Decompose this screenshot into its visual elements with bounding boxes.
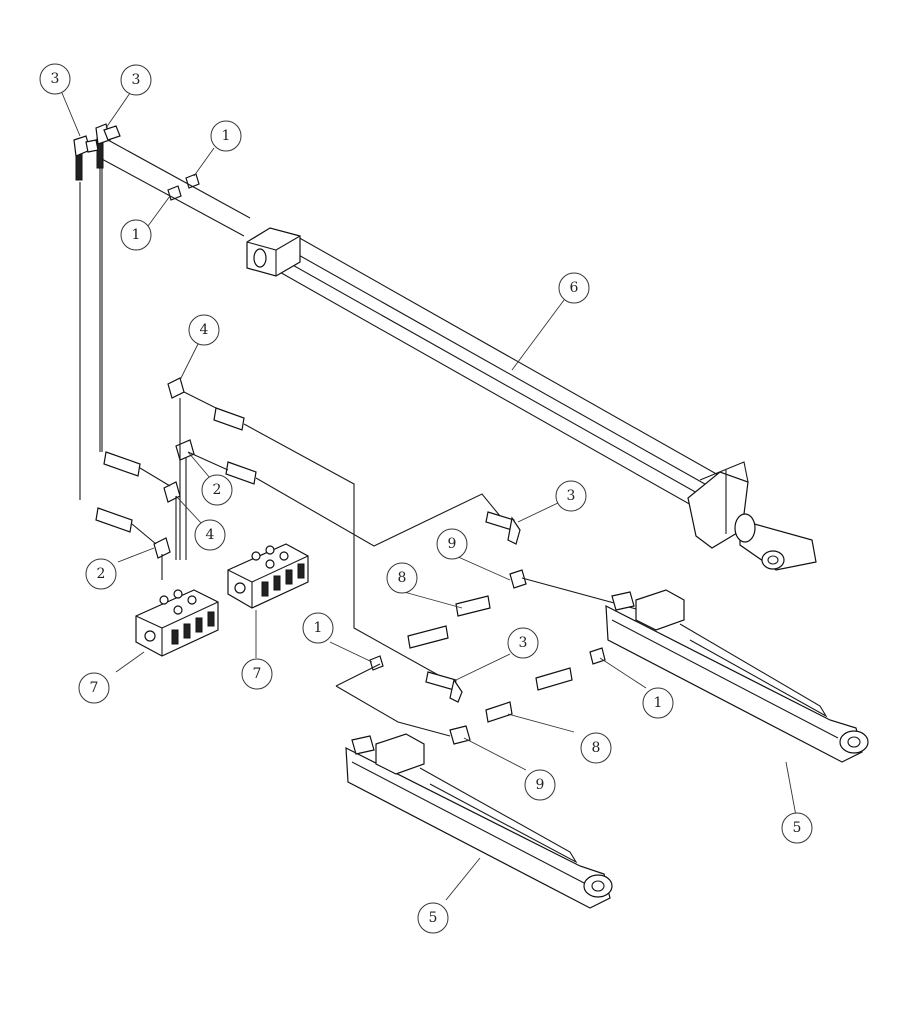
callout-8-a: 8 xyxy=(386,562,418,594)
valve-block-left xyxy=(135,589,219,657)
callout-1-a: 1 xyxy=(210,120,242,152)
svg-text:2: 2 xyxy=(213,482,222,498)
svg-text:1: 1 xyxy=(222,128,231,144)
callout-2-a: 2 xyxy=(201,474,233,506)
fittings-right-middle xyxy=(335,511,641,745)
callout-3-b: 3 xyxy=(120,64,152,96)
svg-text:3: 3 xyxy=(132,72,141,88)
svg-text:3: 3 xyxy=(51,71,60,87)
callout-3-a: 3 xyxy=(39,63,71,95)
svg-text:5: 5 xyxy=(793,820,802,836)
svg-text:6: 6 xyxy=(570,280,579,296)
svg-text:1: 1 xyxy=(132,227,141,243)
callout-2-b: 2 xyxy=(85,558,117,590)
callout-5-a: 5 xyxy=(781,812,813,844)
callout-3-c: 3 xyxy=(555,480,587,512)
callout-7-a: 7 xyxy=(78,672,110,704)
callout-7-b: 7 xyxy=(241,658,273,690)
svg-text:7: 7 xyxy=(90,680,99,696)
svg-text:3: 3 xyxy=(519,635,528,651)
svg-text:2: 2 xyxy=(97,566,106,582)
cylinder-part-5-left xyxy=(345,733,613,909)
callout-1-d: 1 xyxy=(642,687,674,719)
callout-1-c: 1 xyxy=(302,612,334,644)
callout-3-d: 3 xyxy=(507,627,539,659)
callout-1-b: 1 xyxy=(120,219,152,251)
cylinder-part-5-right xyxy=(605,589,869,763)
svg-text:5: 5 xyxy=(429,910,438,926)
svg-text:7: 7 xyxy=(253,666,262,682)
svg-text:8: 8 xyxy=(398,570,407,586)
svg-text:1: 1 xyxy=(654,695,663,711)
leader-lines xyxy=(61,92,797,901)
callout-9-b: 9 xyxy=(524,769,556,801)
valve-block-right xyxy=(227,543,309,609)
callout-4-a: 4 xyxy=(188,314,220,346)
callout-8-b: 8 xyxy=(580,732,612,764)
callout-4-b: 4 xyxy=(194,519,226,551)
cylinder-part-6 xyxy=(246,227,817,571)
svg-text:8: 8 xyxy=(592,740,601,756)
svg-text:1: 1 xyxy=(314,620,323,636)
svg-text:9: 9 xyxy=(448,536,457,552)
fittings-middle xyxy=(95,377,501,677)
callout-5-b: 5 xyxy=(417,902,449,934)
svg-text:9: 9 xyxy=(536,777,545,793)
callout-6: 6 xyxy=(558,272,590,304)
svg-text:4: 4 xyxy=(200,322,209,338)
svg-text:4: 4 xyxy=(206,527,215,543)
svg-text:3: 3 xyxy=(567,488,576,504)
fittings-top-left xyxy=(73,123,251,500)
callout-9-a: 9 xyxy=(436,528,468,560)
callout-bubbles: 3 3 1 1 6 4 2 4 xyxy=(39,63,813,934)
